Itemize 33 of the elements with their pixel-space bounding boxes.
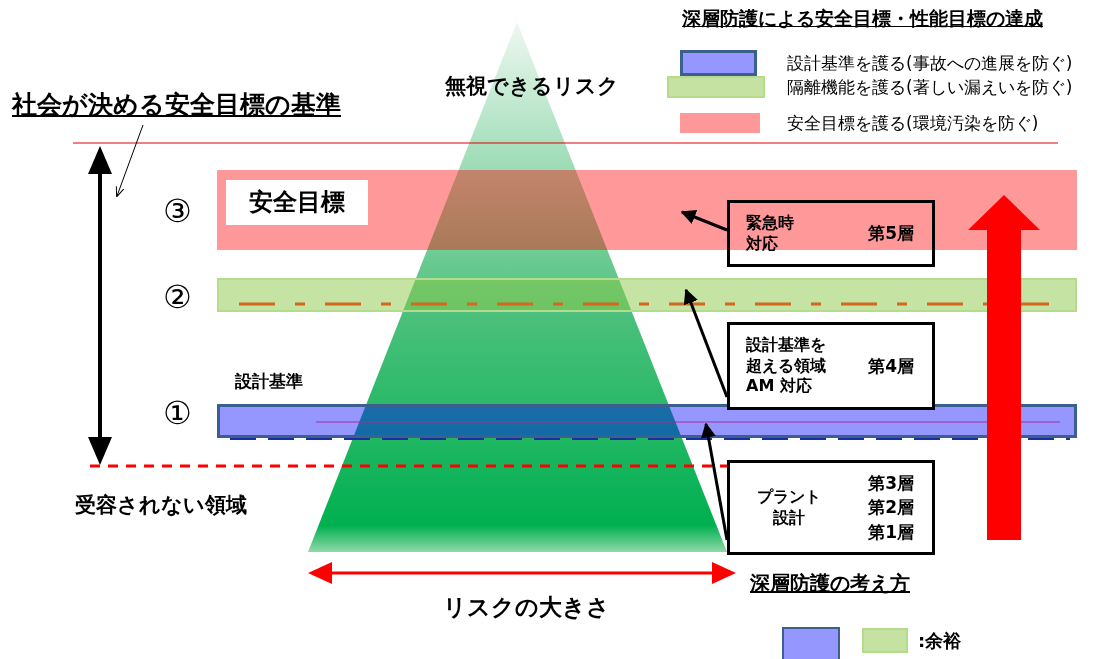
design-basis-band (217, 404, 1077, 438)
arrow (701, 422, 729, 541)
layer-box (727, 322, 935, 410)
arrow (680, 210, 728, 232)
legend-text: 安全目標を護る(環境汚染を防ぐ) (787, 112, 1039, 135)
layer-number: 第4層 (868, 354, 914, 378)
layer-box (727, 200, 935, 267)
legend-text: 設計基準を護る(事故への進展を防ぐ) (787, 52, 1073, 75)
axis-label: リスクの大きさ (443, 593, 610, 622)
band-caption: 設計基準 (235, 370, 303, 393)
layer-number: 第3層 (868, 471, 914, 495)
circled-number: ② (163, 278, 192, 316)
legend-text: 隔離機能を護る(著しい漏えいを防ぐ) (787, 76, 1073, 99)
layer-description: 設計基準を超える領域AM 対応 (746, 334, 827, 398)
safety-goal-band (217, 170, 1077, 250)
diagram-subtitle: 深層防護の考え方 (750, 570, 910, 597)
standard-heading: 社会が決める安全目標の基準 (12, 88, 341, 121)
leader-line (115, 124, 144, 198)
layer-number: 第1層 (868, 520, 914, 544)
band-title: 安全目標 (226, 180, 368, 225)
layer-description: プラント設計 (756, 486, 822, 529)
circled-number: ③ (163, 192, 192, 230)
arrow (683, 288, 729, 398)
layer-box (727, 460, 935, 555)
legend-title: 深層防護による安全目標・性能目標の達成 (682, 6, 1043, 31)
margin-label: :余裕 (918, 629, 962, 653)
pyramid-caption: 無視できるリスク (445, 73, 619, 100)
layer-number: 第5層 (868, 222, 914, 246)
layer-number: 第2層 (868, 496, 914, 520)
region-label: 受容されない領域 (75, 492, 247, 519)
layer-description: 緊急時対応 (746, 212, 795, 255)
isolation-function-band (217, 278, 1077, 312)
circled-number: ① (163, 394, 192, 432)
